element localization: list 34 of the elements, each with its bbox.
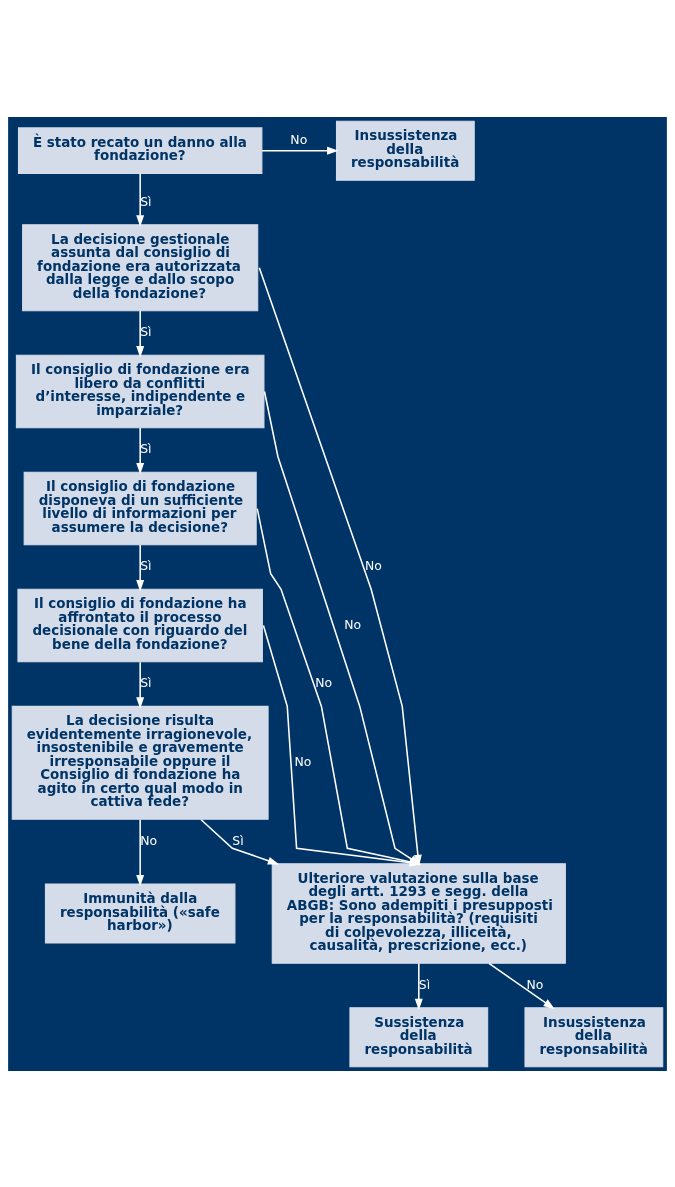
edge-label: Sì (140, 193, 152, 209)
edge-label: No (315, 674, 333, 690)
node-box: Immunità dalla responsabilità («safe harbor») (44, 883, 236, 944)
edge-label: Sì (140, 323, 152, 339)
arrow (414, 962, 423, 1010)
edge-label: No (344, 616, 362, 632)
node-box: Il consiglio di fondazione era libero da conflitti d’interesse, indipendente e imparziale? (15, 354, 265, 428)
arrow (136, 660, 145, 709)
arrow (136, 426, 145, 474)
edge-label: No (364, 557, 382, 573)
node-box: È stato recato un danno alla fondazione? (17, 126, 263, 174)
edge-label: No (526, 976, 544, 992)
node-box: Il consiglio di fondazione disponeva di un sufficiente livello di informazioni per assumere la decisione? (23, 471, 257, 545)
node-box: La decisione gestionale assunta dal consiglio di fondazione era autorizzata dalla legge e dallo scopo della fondazione? (22, 223, 259, 311)
node-box: Sussistenza della responsabilità (349, 1006, 489, 1067)
edge-label: Sì (232, 832, 244, 848)
arrow (136, 818, 145, 886)
node-box: La decisione risulta evidentemente irragionevole, insostenibile e gravemente irresponsabile oppure il Consiglio di fondazione ha agito in certo qual modo in cattiva fede? (11, 705, 269, 820)
arrow (488, 962, 555, 1009)
node-box: Il consiglio di fondazione ha affrontato il processo decisionale con riguardo del bene della fondazione? (17, 588, 263, 662)
edge-label: No (290, 131, 308, 147)
node-box: Ulteriore valutazione sulla base degli artt. 1293 e segg. della ABGB: Sono adempiti i presupposti per la responsabilità? (requisiti di colpevolezza, illiceità, causalità, prescrizione, ecc.) (271, 862, 566, 964)
edge-label: Sì (140, 440, 152, 456)
arrow (200, 818, 280, 864)
arrow (261, 146, 339, 155)
edge-label: No (140, 832, 158, 848)
node-box: Insussistenza della responsabilità (524, 1006, 664, 1067)
edge-label: Sì (140, 674, 152, 690)
node-box: Insussistenza della responsabilità (335, 120, 475, 181)
edge-label: Sì (140, 557, 152, 573)
arrow (136, 172, 145, 227)
arrow (136, 543, 145, 591)
arrow (136, 309, 145, 357)
edge-label: No (294, 753, 312, 769)
